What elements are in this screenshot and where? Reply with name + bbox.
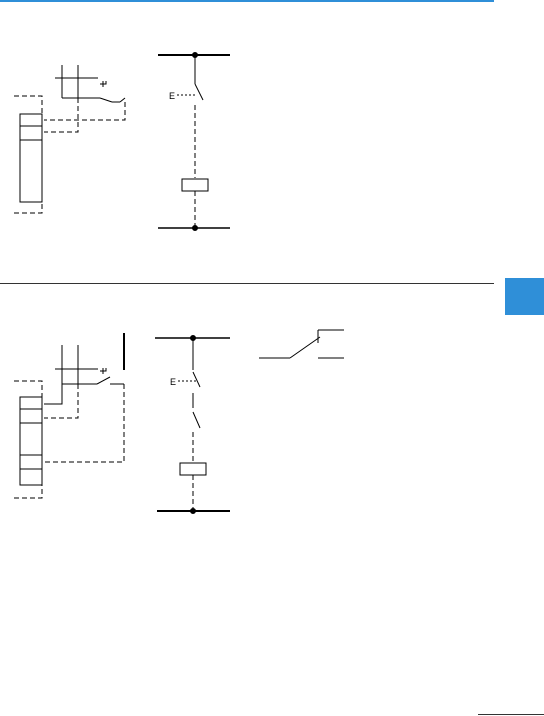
contactor-symbol-top bbox=[14, 65, 125, 213]
switch-label-top: E bbox=[169, 91, 175, 101]
switch-label-bottom: E bbox=[170, 377, 176, 387]
ladder-circuit-bottom bbox=[155, 336, 230, 514]
timing-diagram bbox=[259, 330, 344, 358]
contactor-symbol-bottom bbox=[14, 333, 124, 498]
ladder-circuit-top bbox=[158, 53, 230, 231]
